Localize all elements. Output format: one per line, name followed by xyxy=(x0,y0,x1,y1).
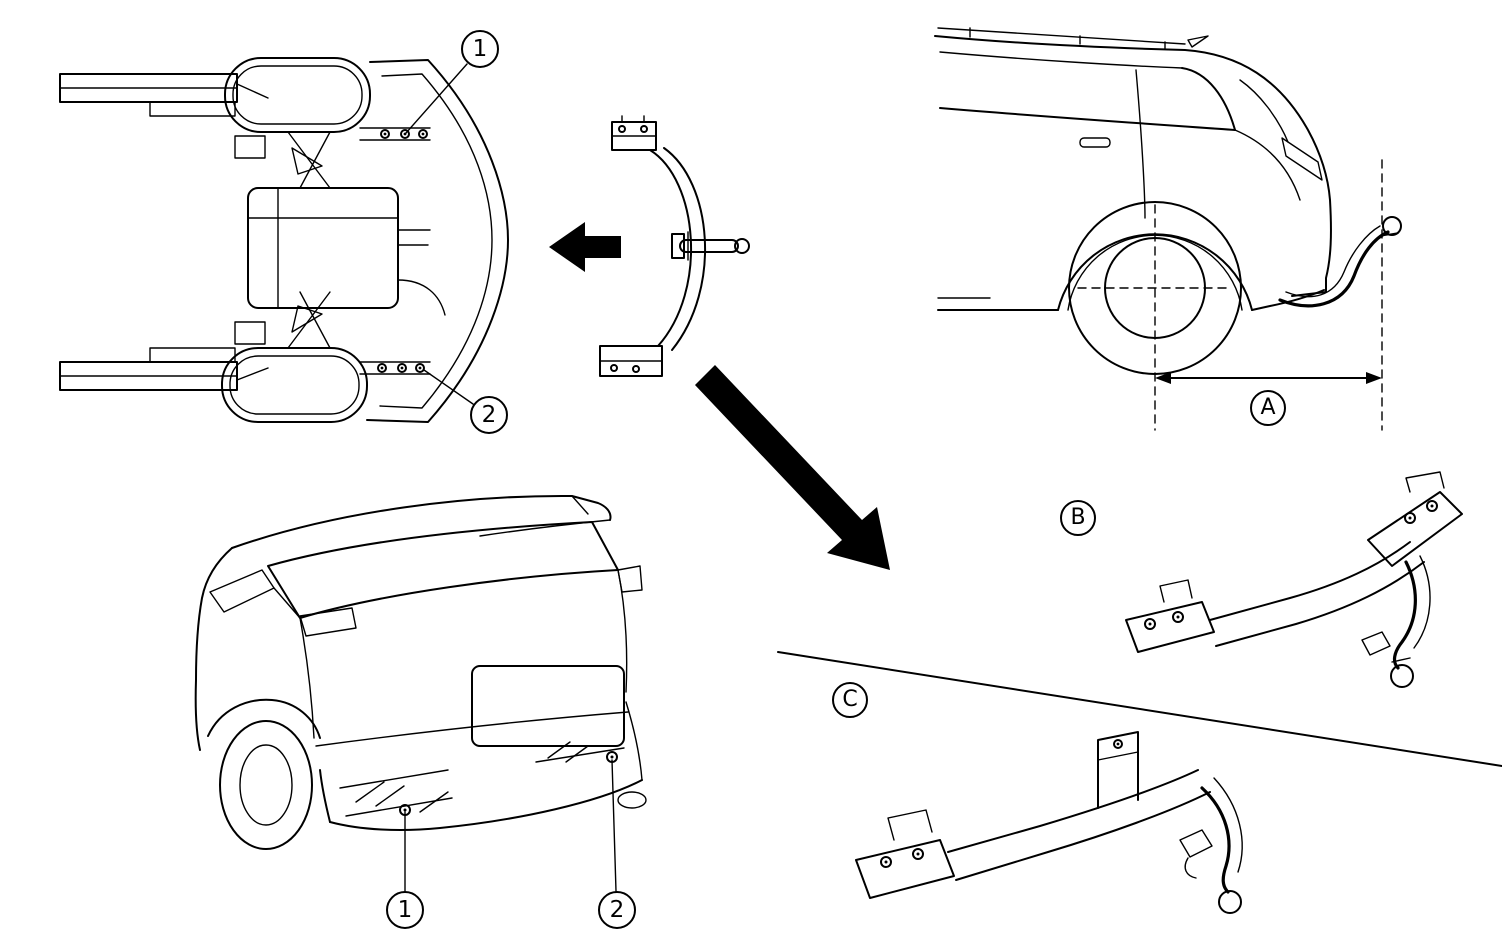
leader-bumper-2 xyxy=(612,760,616,891)
mounting-points-top xyxy=(360,128,430,140)
left-mount-plate xyxy=(1126,580,1214,652)
crossbar xyxy=(948,770,1210,880)
chassis-underside-view xyxy=(30,40,510,440)
suv-rear-view xyxy=(180,470,680,890)
underbody-details xyxy=(237,84,445,380)
panel-divider-line xyxy=(778,652,1502,766)
floor-pan xyxy=(248,188,398,308)
side-rail-top xyxy=(60,74,237,116)
body-outline xyxy=(935,36,1331,310)
center-mount-bracket xyxy=(1098,732,1138,808)
mounting-points-bottom xyxy=(360,362,430,374)
towbar-pin xyxy=(672,232,749,260)
towbar-view-b xyxy=(1110,470,1502,720)
tailgate xyxy=(300,566,642,746)
roof-rails xyxy=(938,28,1208,49)
diagonal-arrow xyxy=(695,365,890,570)
towbar-assembly-center xyxy=(580,110,770,390)
rear-wheel xyxy=(220,721,312,849)
callout-dimension-a: A xyxy=(1250,390,1286,426)
leader-chassis-2 xyxy=(424,370,473,404)
right-mount-plate xyxy=(1368,472,1462,566)
towbar-view-c xyxy=(830,700,1300,946)
callout-bumper-1: 1 xyxy=(386,891,424,929)
roof-and-spoiler xyxy=(232,496,611,548)
left-body-side xyxy=(196,548,320,750)
towbar-top-bracket xyxy=(612,116,656,150)
left-mount-plate xyxy=(856,810,954,898)
callout-view-b: B xyxy=(1060,500,1096,536)
suspension-arms xyxy=(235,132,330,348)
left-arrow xyxy=(549,222,621,272)
towbar-crossmember xyxy=(650,148,705,350)
rear-body-outline xyxy=(367,60,508,422)
dimension-a-arrow xyxy=(1078,160,1382,430)
rear-bumper xyxy=(320,702,646,830)
rear-tire-bottom xyxy=(222,348,367,422)
suv-side-view xyxy=(930,10,1410,450)
swan-neck-and-ball xyxy=(1180,778,1242,913)
callout-chassis-1: 1 xyxy=(461,30,499,68)
callout-bumper-2: 2 xyxy=(598,891,636,929)
side-rail-bottom xyxy=(60,348,237,390)
leader-chassis-1 xyxy=(406,64,467,133)
towbar-bottom-bracket xyxy=(600,346,662,376)
callout-view-c: C xyxy=(832,682,868,718)
callout-chassis-2: 2 xyxy=(470,396,508,434)
swan-neck-and-ball xyxy=(1362,556,1430,687)
towball-swan-neck xyxy=(1280,217,1401,306)
rear-tire-top xyxy=(225,58,370,132)
